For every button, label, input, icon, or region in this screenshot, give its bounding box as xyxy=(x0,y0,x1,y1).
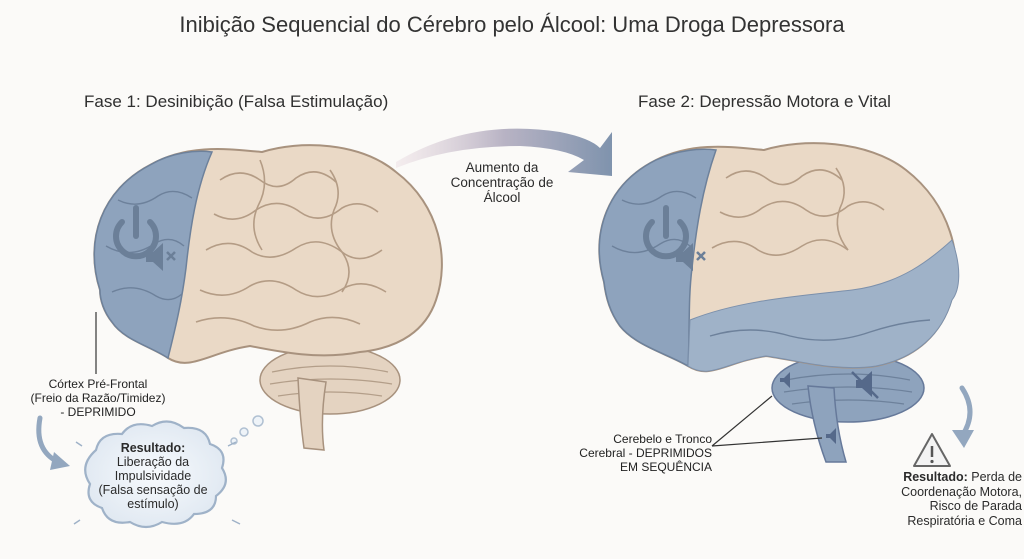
pfc-label-line: Córtex Pré-Frontal xyxy=(48,377,148,391)
brain-phase2 xyxy=(598,142,960,463)
brain-phase1 xyxy=(93,144,443,451)
result-line: Respiratória e Coma xyxy=(907,513,1022,528)
result-text-phase2: Resultado: Perda de Coordenação Motora, … xyxy=(846,470,1022,528)
brainstem-1 xyxy=(297,377,327,451)
arrow-label-line: Concentração de xyxy=(450,175,554,190)
result-line: Perda de xyxy=(971,470,1022,484)
warning-icon xyxy=(913,433,951,467)
cerebellum-label-line: EM SEQUÊNCIA xyxy=(619,460,712,474)
phase2-heading: Fase 2: Depressão Motora e Vital xyxy=(638,92,891,111)
result-line: Risco de Parada xyxy=(929,499,1022,513)
curved-arrow-down-right xyxy=(959,385,973,439)
muted-speaker-icon-small xyxy=(780,372,836,444)
cerebellum-label-line: Cerebelo e Tronco xyxy=(613,432,712,446)
result-title: Resultado: xyxy=(903,470,968,484)
power-off-icon-2 xyxy=(643,205,689,260)
result-line: Coordenação Motora, xyxy=(901,484,1022,499)
alcohol-concentration-label: Aumento da Concentração de Álcool xyxy=(432,160,572,205)
arrow-label-line: Álcool xyxy=(483,190,521,205)
cerebellum-brainstem-label: Cerebelo e Tronco Cerebral - DEPRIMIDOS … xyxy=(560,432,712,474)
result-cloud-1 xyxy=(84,420,227,529)
cerebellum-leader-lines xyxy=(711,395,823,447)
diagram-title: Inibição Sequencial do Cérebro pelo Álco… xyxy=(179,12,845,37)
result-line: Impulsividade xyxy=(114,469,192,483)
power-off-icon xyxy=(113,205,159,260)
muted-speaker-icon-2 xyxy=(676,243,706,271)
lower-depressed-2 xyxy=(687,239,960,372)
cerebellum-label-line: Cerebral - DEPRIMIDOS xyxy=(579,446,712,460)
muted-speaker-icon-cerebellum xyxy=(851,371,879,399)
phase1-heading: Fase 1: Desinibição (Falsa Estimulação) xyxy=(84,92,389,111)
muted-speaker-icon xyxy=(146,243,176,271)
arrow-label-line: Aumento da xyxy=(465,160,539,175)
result-line: Liberação da xyxy=(116,455,190,469)
pfc-label-line: - DEPRIMIDO xyxy=(60,405,136,419)
result-line: estímulo) xyxy=(127,497,179,511)
transition-arrow xyxy=(396,128,612,176)
brainstem-2 xyxy=(807,385,848,463)
result-line: (Falsa sensação de xyxy=(98,483,208,497)
pfc-label-line: (Freio da Razão/Timidez) xyxy=(30,391,166,405)
prefrontal-cortex-label: Córtex Pré-Frontal (Freio da Razão/Timid… xyxy=(18,377,178,419)
result-text-phase1: Resultado: Liberação da Impulsividade (F… xyxy=(78,441,228,511)
result-title: Resultado: xyxy=(120,441,186,455)
